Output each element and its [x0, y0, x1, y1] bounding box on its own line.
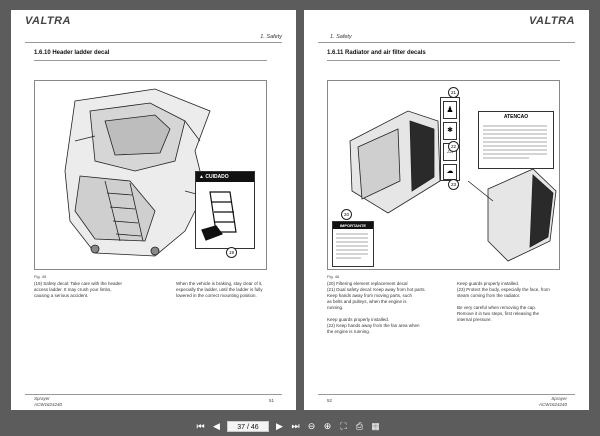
fit-page-icon[interactable]: ⛶ [340, 420, 347, 431]
footer-rule [25, 394, 282, 395]
header-ladder-illustration [64, 88, 216, 257]
callout-marker: 20 [341, 209, 352, 220]
section-title: 1.6.11 Radiator and air filter decals [327, 50, 426, 56]
thumbnails-icon[interactable]: ▦ [371, 420, 380, 431]
text-line: as belts and pulleys, when the engine is [327, 299, 407, 304]
text-line: causing a serious accident. [34, 293, 89, 298]
text-line: internal pressure. [457, 317, 492, 322]
chapter-header: 1. Safety [330, 34, 352, 40]
text-line: Keep hands away from moving parts, such [327, 293, 413, 298]
importante-decal: IMPORTANTE [332, 221, 374, 267]
decal-label: IMPORTANTE [333, 222, 373, 229]
section-rule [34, 60, 267, 61]
text-line: (19) Safety decal: Take care with the he… [34, 281, 122, 286]
footer-code: ACW1624240 [538, 402, 567, 407]
figure-label: Fig. 46 [327, 274, 340, 279]
page-number-input[interactable]: 37 / 46 [227, 420, 269, 432]
footer-product: Sprayer [551, 396, 567, 401]
section-rule [327, 60, 560, 61]
text-line: the engine is running. [327, 329, 371, 334]
radiator-air-filter-illustration [349, 110, 557, 262]
text-line: (21) Dual safety decal: Keep away from h… [327, 287, 426, 292]
cuidado-decal: ▲ CUIDADO [195, 171, 255, 249]
header-rule [318, 42, 575, 43]
footer-rule [318, 394, 575, 395]
footer-code: ACW1624240 [34, 402, 63, 407]
person-hazard-icon: ♟ [443, 101, 457, 119]
warning-triangle-icon: ▲ [199, 174, 206, 180]
steam-hazard-icon: ☁ [443, 164, 457, 180]
print-icon[interactable]: ⎙ [355, 420, 364, 431]
text-line: access ladder. It may crush your limbs, [34, 287, 112, 292]
decal-title: ATENCAO [503, 114, 529, 120]
text-line: When the vehicle is braking, stay clear … [176, 281, 263, 286]
zoom-out-icon[interactable]: ⊖ [307, 420, 316, 431]
text-line: (23) Protect the body, especially the fa… [457, 287, 550, 292]
decal-strip: ♟ ✱ ⚠ ☁ [440, 97, 460, 181]
text-line: especially the ladder, until the ladder … [176, 287, 263, 292]
figure-label: Fig. 45 [34, 274, 47, 279]
brand-logo: VALTRA [25, 15, 71, 27]
header-rule [25, 42, 282, 43]
text-line: (20) Filtering element replacement decal [327, 281, 408, 286]
document-page-right: VALTRA 1. Safety 1.6.11 Radiator and air… [304, 10, 589, 410]
first-page-icon[interactable]: ⏮ [196, 420, 205, 431]
text-line: Keep guards properly installed. [327, 317, 390, 322]
decal-label: CUIDADO [205, 174, 229, 180]
text-line: (22) Keep hands away from the fan area w… [327, 323, 420, 328]
section-title: 1.6.10 Header ladder decal [34, 50, 110, 56]
text-line: steam coming from the radiator. [457, 293, 521, 298]
chapter-header: 1. Safety [260, 34, 282, 40]
callout-marker: 19 [226, 247, 237, 258]
fan-hazard-icon: ✱ [443, 122, 457, 140]
decal-fine-print [336, 233, 368, 259]
zoom-in-icon[interactable]: ⊕ [323, 420, 332, 431]
text-line: Keep guards properly installed. [457, 281, 520, 286]
figure-frame: ♟ ✱ ⚠ ☁ 21 22 23 ATENCAO IMPORTANTE [327, 80, 560, 270]
text-line: lowered in the correct mounting position… [176, 293, 257, 298]
callout-marker: 22 [448, 141, 459, 152]
brand-logo: VALTRA [529, 15, 575, 27]
footer-product: Sprayer [34, 396, 50, 401]
document-page-left: VALTRA 1. Safety 1.6.10 Header ladder de… [11, 10, 296, 410]
figure-frame: ▲ CUIDADO 19 [34, 80, 267, 270]
next-page-icon[interactable]: ▶ [276, 420, 283, 431]
page-number: 51 [268, 398, 274, 403]
callout-marker: 23 [448, 179, 459, 190]
previous-page-icon[interactable]: ◀ [213, 420, 220, 431]
callout-marker: 21 [448, 87, 459, 98]
last-page-icon[interactable]: ⏭ [291, 420, 300, 431]
text-line: running. [327, 305, 344, 310]
text-line: Remove it in two steps, first releasing … [457, 311, 540, 316]
ladder-crush-pictogram-icon [201, 191, 237, 241]
decal-fine-print [483, 125, 547, 159]
atencao-decal: ATENCAO [478, 111, 554, 169]
viewer-toolbar: ⏮ ◀ 37 / 46 ▶ ⏭ ⊖ ⊕ ⛶ ⎙ ▦ [195, 419, 410, 433]
page-number: 52 [327, 398, 333, 403]
text-line: Be very careful when removing the cap. [457, 305, 537, 310]
